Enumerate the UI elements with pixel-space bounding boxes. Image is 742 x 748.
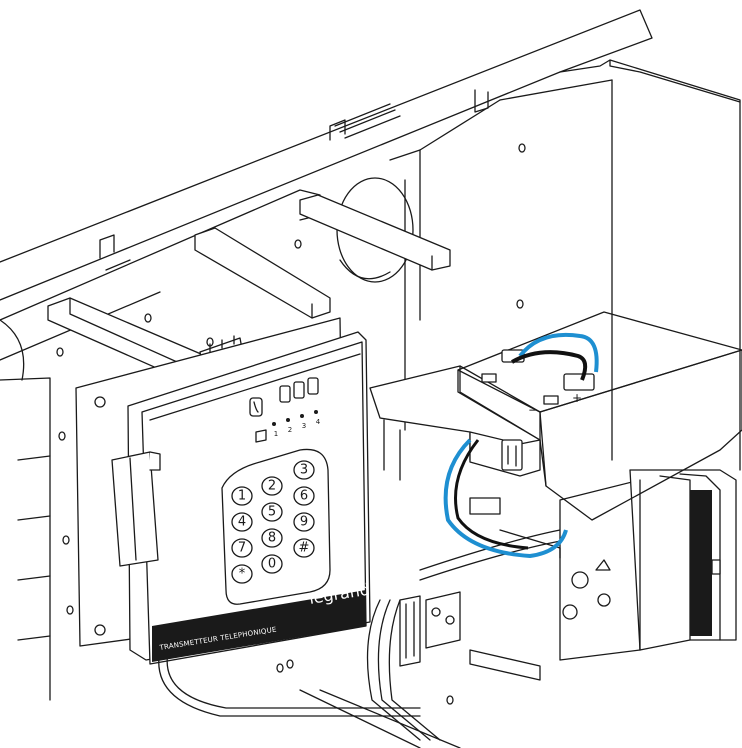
key-5[interactable]: 5 [261,502,283,522]
led-4 [314,410,318,414]
svg-text:0: 0 [268,557,276,572]
channel-icon-c [307,377,319,395]
capacitor-b [562,604,578,620]
svg-text:6: 6 [300,489,308,504]
terminal-tab-2 [543,395,559,405]
minus-sign: − [528,403,538,417]
regulator [595,559,611,571]
key-9[interactable]: 9 [293,512,315,532]
capacitor [571,571,589,589]
phone-icon [249,397,263,417]
led-number-2: 2 [288,426,292,434]
svg-text:5: 5 [268,505,276,520]
svg-text:#: # [299,541,310,556]
key-4[interactable]: 4 [231,512,253,532]
connector-block [399,591,461,667]
svg-text:7: 7 [238,541,246,556]
key-8[interactable]: 8 [261,528,283,548]
svg-text:1: 1 [238,489,246,504]
transformer-core [690,490,712,636]
blue-cable-lead [443,438,568,559]
svg-text:2: 2 [268,479,276,494]
key-7[interactable]: 7 [231,538,253,558]
led-3 [300,414,304,418]
blue-cable [518,332,599,373]
led-number-3: 3 [302,422,306,430]
black-cable-lead [454,439,529,550]
bell-icon [255,429,267,443]
capacitor-small [597,593,611,607]
battery: − + [457,311,742,521]
black-cable [511,350,588,381]
led-2 [286,418,290,422]
led-number-4: 4 [316,418,321,426]
key-1[interactable]: 1 [231,486,253,506]
battery-cables [443,332,599,559]
key-0[interactable]: 0 [261,554,283,574]
led-1 [272,422,276,426]
battery-top [457,311,742,521]
battery-bracket [369,365,561,559]
key-2[interactable]: 2 [261,476,283,496]
svg-text:4: 4 [238,515,246,530]
channel-icon-b [293,381,305,399]
key-6[interactable]: 6 [293,486,315,506]
terminal-tab-1 [481,373,497,383]
wire-harness [158,529,567,748]
svg-text:9: 9 [300,515,308,530]
svg-text:3: 3 [300,463,308,478]
keypad-module: legrand TRANSMETTEUR TELEPHONIQUE 1 2 3 … [111,331,371,665]
power-board [559,469,737,661]
svg-text:*: * [239,567,246,582]
svg-text:8: 8 [268,531,276,546]
key-star[interactable]: * [231,564,253,584]
channel-icon-a [279,385,291,403]
led-number-1: 1 [274,430,278,438]
key-hash[interactable]: # [293,538,315,558]
plus-sign: + [572,391,582,405]
terminal-2 [563,373,595,391]
key-3[interactable]: 3 [293,460,315,480]
